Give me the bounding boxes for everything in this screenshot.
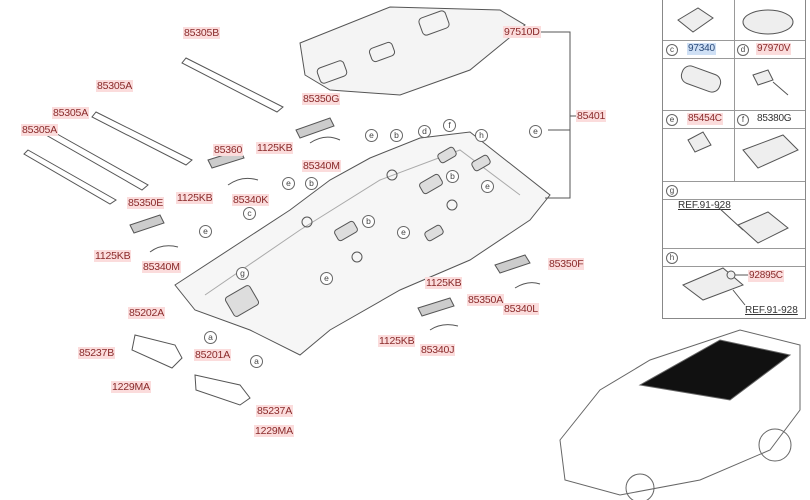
- component-legend-panel: c 97340 d 97970V e 85454C f 85380G g REF…: [662, 0, 806, 319]
- part-icon-85454C: [680, 65, 722, 93]
- legend-row-e-f: e 85454C f 85380G: [663, 110, 805, 129]
- part-label-85340J: 85340J: [420, 344, 456, 356]
- callout-e: e: [365, 129, 378, 142]
- part-label-85305A: 85305A: [21, 124, 59, 136]
- legend-code-85454C: 85454C: [687, 113, 723, 125]
- part-label-85340L: 85340L: [503, 303, 539, 315]
- grip-85340M-2: [149, 245, 179, 253]
- grip-85340J: [429, 324, 459, 331]
- sunshade-strip-85305A-3: [23, 149, 117, 205]
- grip-85340L: [514, 282, 541, 289]
- part-icon-97340: [677, 7, 714, 33]
- part-icon-85380G: [752, 69, 789, 96]
- sun-visor-85201A: [194, 374, 251, 406]
- legend-code-92895C: 92895C: [748, 270, 784, 282]
- callout-c: c: [243, 207, 256, 220]
- legend-letter-g: g: [666, 185, 678, 197]
- callout-e: e: [481, 180, 494, 193]
- part-icon-97970V: [742, 9, 794, 35]
- part-label-85340M: 85340M: [142, 261, 181, 273]
- legend-code-97340[interactable]: 97340: [687, 43, 716, 55]
- grip-85340K: [227, 177, 259, 186]
- callout-e: e: [397, 226, 410, 239]
- part-label-85305A: 85305A: [52, 107, 90, 119]
- part-label-85305B: 85305B: [183, 27, 221, 39]
- part-icon-e-clip: [687, 131, 712, 153]
- part-label-85237A: 85237A: [256, 405, 294, 417]
- part-label-1125KB: 1125KB: [94, 250, 132, 262]
- part-label-1229MA: 1229MA: [254, 425, 294, 437]
- part-label-85360: 85360: [213, 144, 244, 156]
- vehicle-outline: [559, 329, 801, 500]
- legend-letter-f: f: [737, 114, 749, 126]
- legend-code-85380G: 85380G: [757, 113, 792, 124]
- leader-85401: [530, 31, 578, 199]
- legend-letter-d: d: [737, 44, 749, 56]
- legend-code-97970V: 97970V: [756, 43, 792, 55]
- part-label-1125KB: 1125KB: [176, 192, 214, 204]
- part-label-85201A: 85201A: [194, 349, 232, 361]
- part-label-1125KB: 1125KB: [425, 277, 463, 289]
- sound-pad-97510D: [299, 6, 526, 96]
- bracket-85350A: [417, 297, 455, 317]
- callout-b: b: [390, 129, 403, 142]
- callout-e: e: [199, 225, 212, 238]
- callout-a: a: [250, 355, 263, 368]
- part-icon-f-lamp: [742, 134, 799, 169]
- legend-letter-c: c: [666, 44, 678, 56]
- part-icon-92895C: [726, 270, 736, 280]
- part-label-85401: 85401: [576, 110, 607, 122]
- part-label-85350G: 85350G: [302, 93, 341, 105]
- part-label-1229MA: 1229MA: [111, 381, 151, 393]
- legend-part-icons: [677, 7, 799, 306]
- callout-h: h: [475, 129, 488, 142]
- part-label-85340M: 85340M: [302, 160, 341, 172]
- callout-g: g: [236, 267, 249, 280]
- part-label-85350F: 85350F: [548, 258, 585, 270]
- callout-b: b: [362, 215, 375, 228]
- part-label-85350A: 85350A: [467, 294, 505, 306]
- part-label-85305A: 85305A: [96, 80, 134, 92]
- callout-e: e: [282, 177, 295, 190]
- legend-ref-g: REF.91-928: [678, 200, 731, 211]
- legend-letter-h: h: [666, 252, 678, 264]
- callout-e: e: [529, 125, 542, 138]
- legend-ref-h: REF.91-928: [745, 305, 798, 316]
- part-label-85237B: 85237B: [78, 347, 116, 359]
- part-label-1125KB: 1125KB: [256, 142, 294, 154]
- callout-d: d: [418, 125, 431, 138]
- callout-a: a: [204, 331, 217, 344]
- grip-85340M-1: [309, 136, 341, 144]
- legend-letter-e: e: [666, 114, 678, 126]
- callout-e: e: [320, 272, 333, 285]
- part-label-85340K: 85340K: [232, 194, 270, 206]
- callout-f: f: [443, 119, 456, 132]
- legend-row-h: h: [663, 248, 805, 267]
- sunshade-strip-85305A-2: [45, 129, 149, 191]
- callout-b: b: [305, 177, 318, 190]
- bracket-85350G: [295, 117, 335, 139]
- bracket-85350E: [129, 214, 165, 234]
- part-label-85202A: 85202A: [128, 307, 166, 319]
- part-label-97510D: 97510D: [503, 26, 541, 38]
- bracket-85350F: [494, 254, 531, 274]
- sunshade-strip-85305A-1: [91, 111, 193, 166]
- legend-row-g: g: [663, 181, 805, 200]
- sun-visor-85202A: [131, 334, 183, 369]
- part-icon-g-console: [737, 211, 789, 244]
- part-label-85350E: 85350E: [127, 197, 165, 209]
- part-label-1125KB: 1125KB: [378, 335, 416, 347]
- callout-b: b: [446, 170, 459, 183]
- sunshade-strip-85305B: [181, 57, 284, 113]
- headliner-85401: [174, 131, 551, 356]
